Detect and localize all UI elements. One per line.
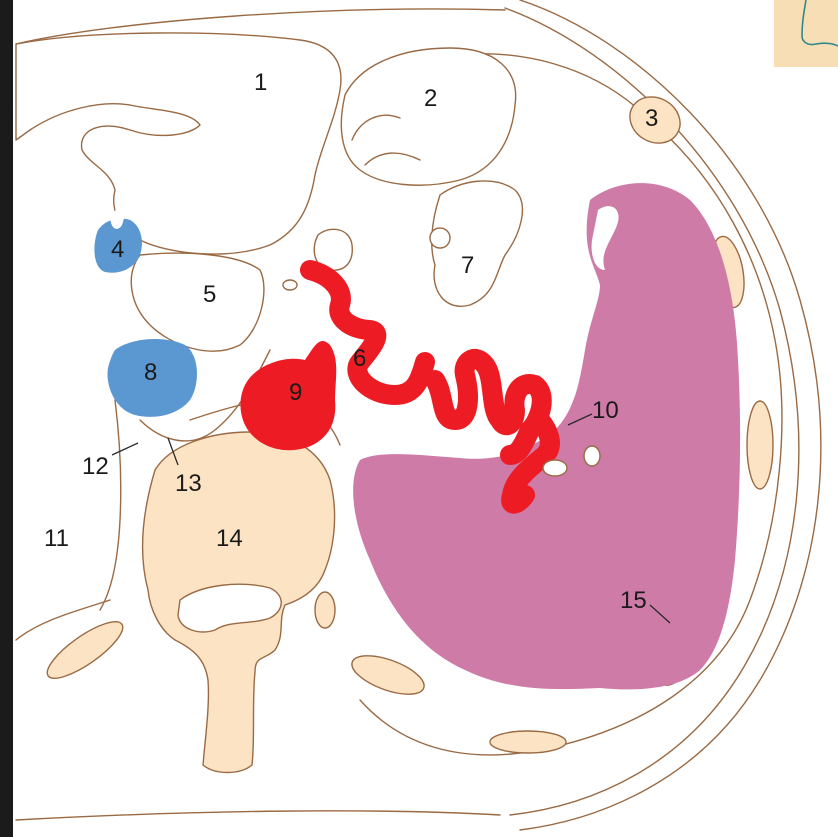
inset-outline-icon xyxy=(802,0,838,46)
label-13: 13 xyxy=(175,470,202,497)
label-10: 10 xyxy=(592,397,619,424)
rib-right-2 xyxy=(747,401,773,489)
label-4: 4 xyxy=(111,236,124,263)
bowel-lumen xyxy=(430,228,450,248)
small-dot xyxy=(283,280,297,290)
label-15: 15 xyxy=(620,587,647,614)
label-6: 6 xyxy=(353,345,366,372)
orientation-inset xyxy=(774,0,838,67)
vessel-small-2 xyxy=(584,446,600,466)
liver xyxy=(16,33,341,254)
label-5: 5 xyxy=(203,281,216,308)
label-14: 14 xyxy=(216,525,243,552)
label-12: 12 xyxy=(82,453,109,480)
label-11: 11 xyxy=(44,525,69,552)
label-8: 8 xyxy=(144,359,157,386)
rib-bottom-2 xyxy=(347,648,429,702)
caudate-lobe xyxy=(131,253,264,351)
label-7: 7 xyxy=(461,252,474,279)
rib-left-1 xyxy=(40,613,130,688)
label-9: 9 xyxy=(289,379,302,406)
label-3: 3 xyxy=(645,105,658,132)
leader-12 xyxy=(112,443,138,455)
rib-bottom-1 xyxy=(490,731,566,753)
vessel-small-1 xyxy=(543,460,567,476)
stomach xyxy=(341,48,515,185)
rib-left-2 xyxy=(315,592,335,628)
label-2: 2 xyxy=(424,85,437,112)
label-1: 1 xyxy=(254,69,267,96)
